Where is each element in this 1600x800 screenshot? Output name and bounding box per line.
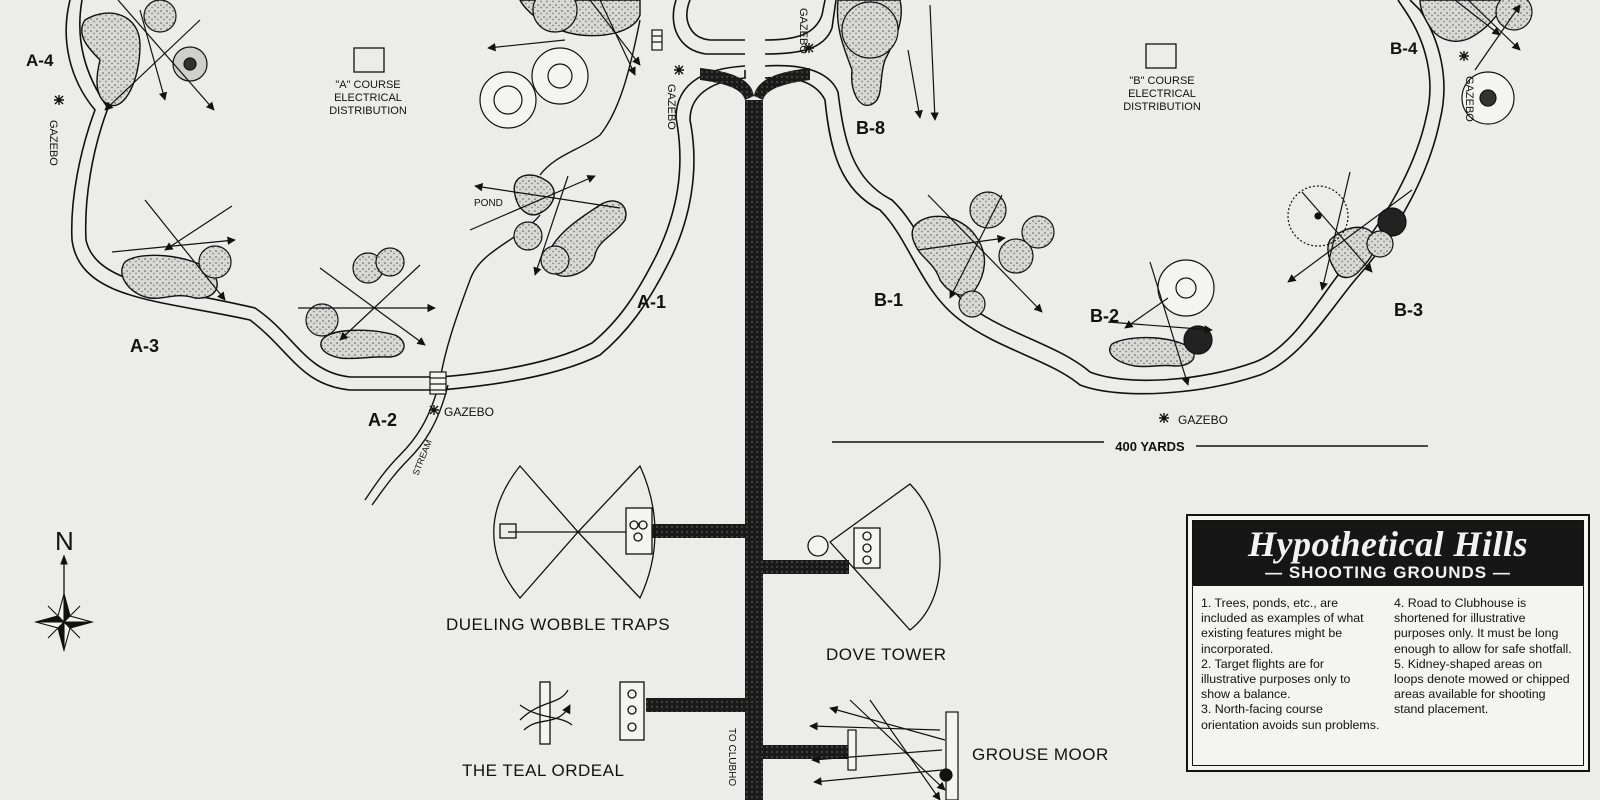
tree-icon: [1287, 185, 1349, 247]
gazebo-a-top: GAZEBO: [665, 84, 677, 130]
stream-label: STREAM: [411, 438, 434, 477]
tree-icon: [532, 0, 578, 33]
tree-icon: [969, 191, 1007, 229]
teal-ordeal-label: THE TEAL ORDEAL: [462, 761, 624, 780]
gazebo-b-bottom: GAZEBO: [1178, 413, 1228, 427]
electrical-a-line1: "A" COURSE: [335, 79, 400, 91]
station-b3-label: B-3: [1394, 300, 1423, 320]
grouse-moor: [809, 699, 959, 800]
tree-icon: [172, 46, 208, 82]
course-a-path: [65, 0, 746, 391]
legend-note: 3. North-facing course orientation avoid…: [1201, 702, 1380, 732]
road-label: TO CLUBHO: [726, 728, 737, 786]
scale-bar-label: 400 YARDS: [1115, 439, 1185, 454]
compass-rose-icon: [33, 554, 95, 653]
station-a2-label: A-2: [368, 410, 397, 430]
mowed-areas: [81, 0, 1506, 368]
tree-icon: [1461, 71, 1515, 125]
tree-icon: [1495, 0, 1533, 31]
dueling-wobble-traps: [493, 464, 656, 600]
tree-icon: [513, 221, 543, 251]
bridges: [429, 29, 663, 395]
legend-header: Hypothetical Hills — SHOOTING GROUNDS —: [1193, 521, 1583, 586]
course-b-path: [764, 0, 1445, 395]
scale-bar: [832, 441, 1428, 447]
tree-icon: [143, 0, 177, 33]
gazebo-a-bottom: GAZEBO: [444, 405, 494, 419]
legend-note: 1. Trees, ponds, etc., are included as e…: [1201, 596, 1364, 656]
tree-icon: [198, 245, 232, 279]
station-a1-label: A-1: [637, 292, 666, 312]
pond-label: POND: [474, 198, 503, 209]
legend-col-right: 4. Road to Clubhouse is shortened for il…: [1394, 596, 1575, 733]
legend-box: Hypothetical Hills — SHOOTING GROUNDS — …: [1186, 514, 1590, 772]
tree-icon: [531, 47, 589, 105]
compass-north-label: N: [55, 526, 74, 556]
trees: [143, 0, 1533, 355]
station-b4-label: B-4: [1390, 39, 1418, 58]
station-b2-label: B-2: [1090, 306, 1119, 326]
electrical-box-icon: [353, 43, 1177, 73]
dove-tower-label: DOVE TOWER: [826, 645, 947, 664]
tree-icon: [540, 245, 570, 275]
legend-inner: Hypothetical Hills — SHOOTING GROUNDS — …: [1192, 520, 1584, 766]
legend-note: 5. Kidney-shaped areas on loops denote m…: [1394, 656, 1570, 717]
station-b1-label: B-1: [874, 290, 903, 310]
legend-note: 4. Road to Clubhouse is shortened for il…: [1394, 596, 1572, 656]
tree-icon: [1377, 207, 1407, 237]
gazebo-b-right: GAZEBO: [1463, 76, 1475, 122]
tree-icon: [1366, 230, 1394, 258]
main-road: [646, 68, 851, 800]
target-flights: [104, 0, 1521, 386]
course-a-labels: A-4 A-3 A-2 A-1 "A" COURSE ELECTRICAL DI…: [26, 51, 677, 477]
gazebo-b-top: GAZEBO: [797, 8, 809, 54]
tree-icon: [479, 71, 537, 129]
legend-note: 2. Target flights are for illustrative p…: [1201, 656, 1351, 702]
course-b-labels: B-8 B-1 B-2 B-3 B-4 "B" COURSE ELECTRICA…: [797, 8, 1475, 427]
gazebo-a-left: GAZEBO: [47, 120, 59, 166]
tree-icon: [958, 290, 986, 318]
station-a3-label: A-3: [130, 336, 159, 356]
dueling-wobble-traps-label: DUELING WOBBLE TRAPS: [446, 615, 670, 634]
dove-tower: [807, 483, 941, 631]
gazebo-star-icon: [54, 43, 1469, 423]
station-a4-label: A-4: [26, 51, 54, 70]
grouse-moor-label: GROUSE MOOR: [972, 745, 1109, 764]
electrical-a-line3: DISTRIBUTION: [329, 105, 407, 117]
electrical-a-line2: ELECTRICAL: [334, 92, 402, 104]
tree-icon: [305, 303, 339, 337]
tree-icon: [998, 238, 1034, 274]
electrical-b-line1: "B" COURSE: [1129, 75, 1194, 87]
legend-subtitle: — SHOOTING GROUNDS —: [1265, 563, 1511, 582]
electrical-b-line3: DISTRIBUTION: [1123, 101, 1201, 113]
station-b8-label: B-8: [856, 118, 885, 138]
tree-icon: [1157, 259, 1215, 317]
teal-ordeal: [519, 681, 645, 745]
tree-icon: [375, 247, 405, 277]
tree-icon: [841, 1, 899, 59]
legend-title: Hypothetical Hills: [1248, 524, 1528, 564]
tree-icon: [1021, 215, 1055, 249]
legend-col-left: 1. Trees, ponds, etc., are included as e…: [1201, 596, 1382, 733]
electrical-b-line2: ELECTRICAL: [1128, 88, 1196, 100]
legend-notes: 1. Trees, ponds, etc., are included as e…: [1193, 586, 1583, 733]
